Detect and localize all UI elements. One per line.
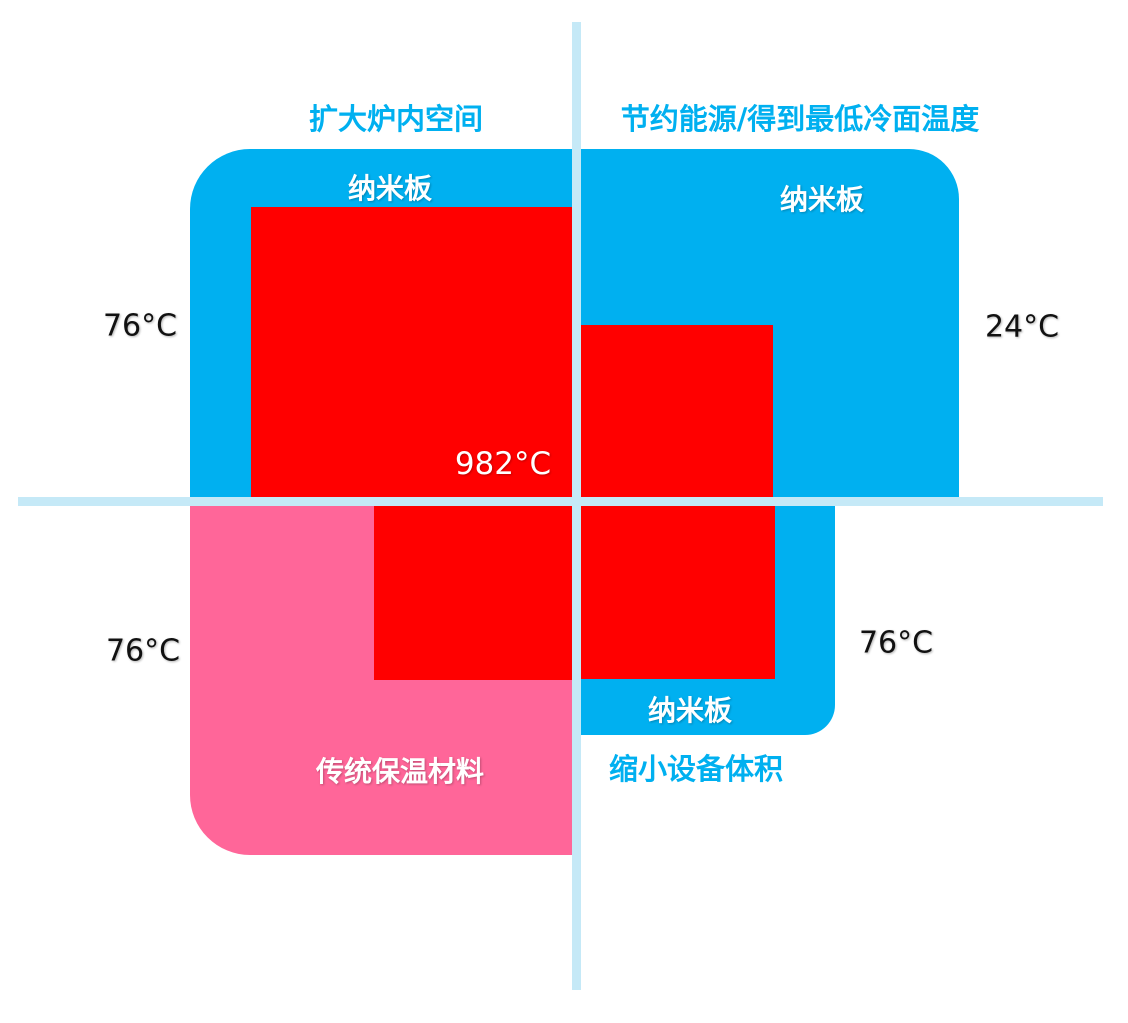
- label-traditional-insulation: 传统保温材料: [315, 755, 485, 788]
- hot-zone-bottom-left: [374, 506, 572, 680]
- hot-zone-bottom-right: [581, 506, 775, 679]
- temp-top-right: 24°C: [984, 309, 1060, 345]
- heading-reduce-volume: 缩小设备体积: [608, 752, 784, 786]
- label-nano-top-right: 纳米板: [779, 183, 865, 216]
- horizontal-divider: [18, 497, 1103, 506]
- heading-save-energy: 节约能源/得到最低冷面温度: [620, 102, 980, 136]
- temp-bottom-left: 76°C: [105, 633, 181, 669]
- hot-zone-top-right: [581, 325, 773, 497]
- label-nano-top-left: 纳米板: [347, 172, 433, 205]
- temp-hot-face: 982°C: [454, 446, 552, 482]
- temp-bottom-right: 76°C: [858, 625, 934, 661]
- temp-top-left: 76°C: [102, 308, 178, 344]
- heading-expand-furnace-space: 扩大炉内空间: [308, 102, 484, 136]
- vertical-divider: [572, 22, 581, 990]
- hot-zone-top-left: [251, 207, 572, 497]
- label-nano-bottom-right: 纳米板: [647, 694, 733, 727]
